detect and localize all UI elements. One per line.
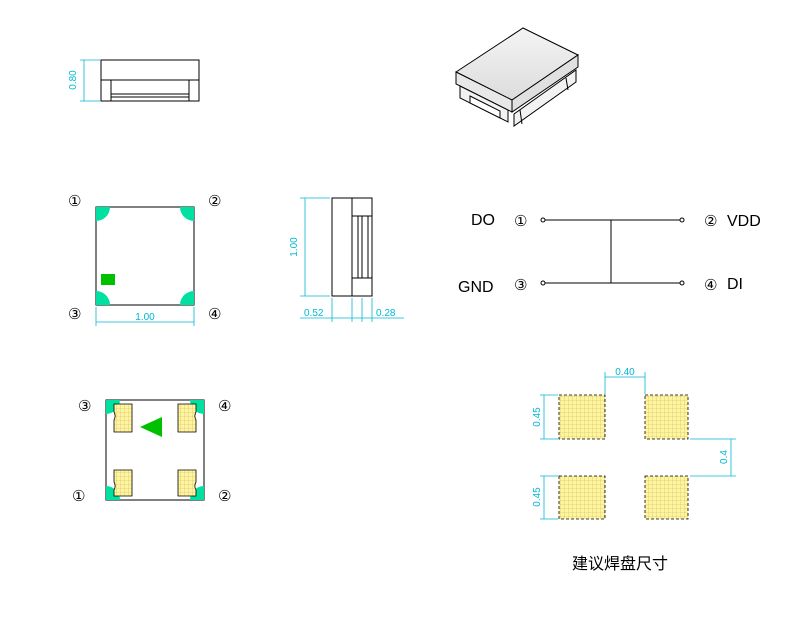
label-di: DI [727,276,743,293]
pin-marker-2: ② [208,192,221,210]
dim-side-right: 0.28 [376,308,396,319]
recommended-footprint: 0.40 0.45 0.45 0.4 建议焊盘尺寸 [532,367,736,573]
sch-pin-2: ② [704,212,717,230]
sch-pin-1: ① [514,212,527,230]
sch-pin-3: ③ [514,276,527,294]
bottom-view: ③ ④ ① ② [72,397,231,505]
bottom-pin-1: ① [72,487,85,505]
bottom-pin-4: ④ [218,397,231,415]
side-view-profile: 1.00 0.52 0.28 [289,197,404,322]
dim-pad-h-top: 0.45 [532,407,543,427]
dim-pad-gap: 0.40 [615,367,635,378]
sch-pin-4: ④ [704,276,717,294]
dim-pad-h-bottom: 0.45 [532,487,543,507]
top-view: ① ② ③ ④ 1.00 [68,192,221,326]
orientation-arrow [140,417,162,437]
dim-side-left: 0.52 [304,308,324,319]
dim-width: 1.00 [135,312,155,323]
package-3d-view [454,27,579,127]
pin-marker-4: ④ [208,305,221,323]
dim-pad-pitch: 0.4 [719,450,730,464]
pin-marker-1: ① [68,192,81,210]
label-do: DO [471,212,495,229]
pin-marker-3: ③ [68,305,81,323]
label-gnd: GND [458,279,494,296]
side-view-front: 0.80 [68,59,200,102]
footprint-caption: 建议焊盘尺寸 [572,554,668,573]
bottom-pin-2: ② [218,487,231,505]
dim-height: 0.80 [68,70,79,90]
bottom-pin-3: ③ [78,397,91,415]
label-vdd: VDD [727,213,761,230]
pin1-marker [101,274,115,285]
dim-side-height: 1.00 [289,237,300,257]
pin-schematic: DO ① ② VDD GND ③ ④ DI [458,212,761,296]
